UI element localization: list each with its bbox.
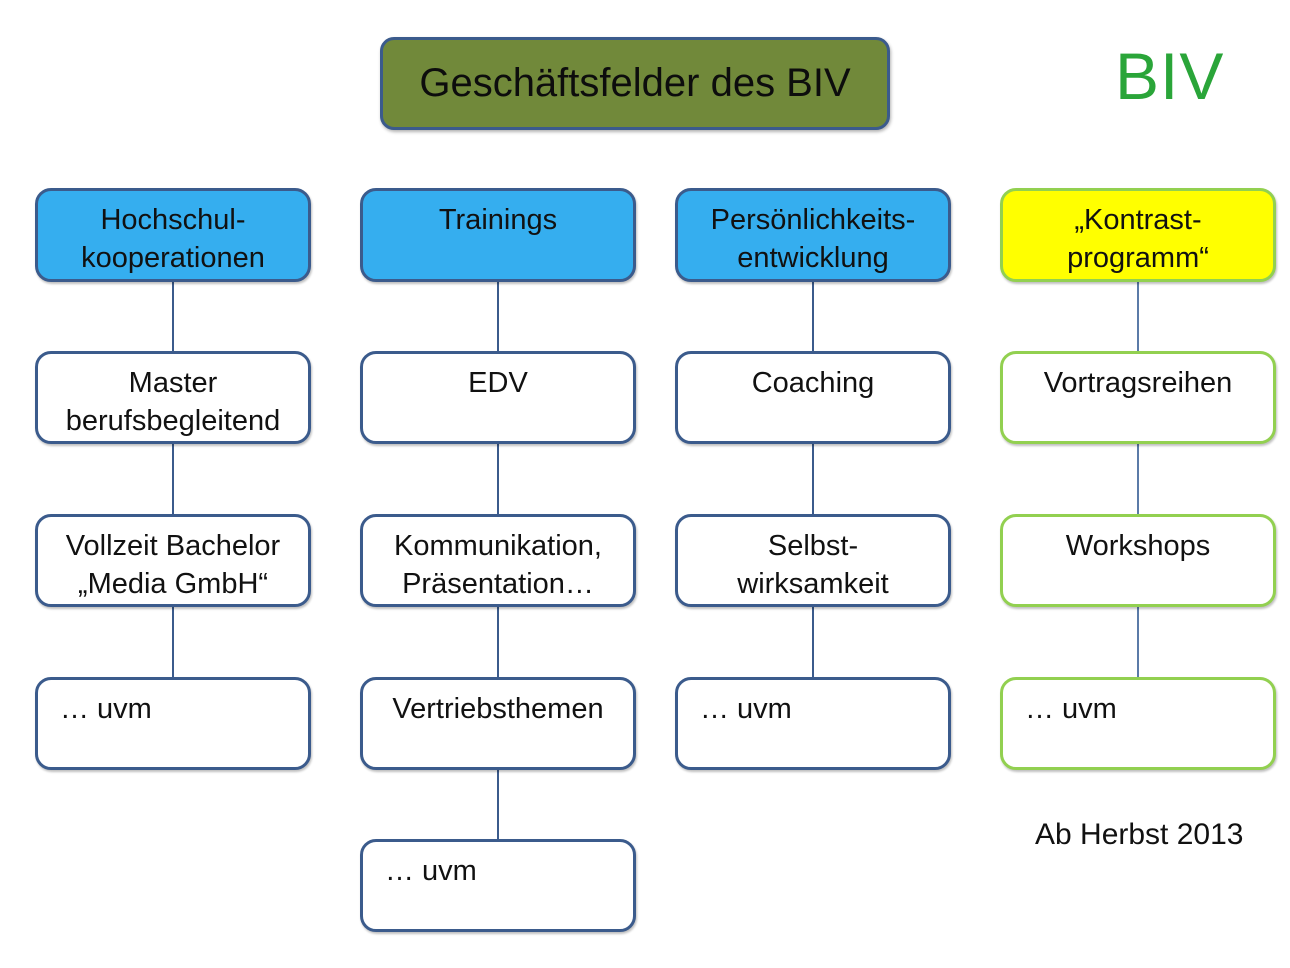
connector-line bbox=[1137, 605, 1139, 678]
connector-line bbox=[497, 443, 499, 516]
node-vollzeit-bachelor: Vollzeit Bachelor „Media GmbH“ bbox=[35, 514, 311, 607]
node-uvm: … uvm bbox=[360, 839, 636, 932]
node-kommunikation: Kommunikation, Präsentation… bbox=[360, 514, 636, 607]
header-hochschulkooperationen: Hochschul- kooperationen bbox=[35, 188, 311, 282]
connector-line bbox=[497, 605, 499, 678]
node-uvm: … uvm bbox=[35, 677, 311, 770]
connector-line bbox=[172, 281, 174, 353]
connector-line bbox=[812, 443, 814, 516]
node-coaching: Coaching bbox=[675, 351, 951, 444]
header-kontrastprogramm: „Kontrast- programm“ bbox=[1000, 188, 1276, 282]
connector-line bbox=[172, 605, 174, 678]
node-vortragsreihen: Vortragsreihen bbox=[1000, 351, 1276, 444]
diagram-title: Geschäftsfelder des BIV bbox=[380, 37, 890, 130]
connector-line bbox=[1137, 443, 1139, 516]
node-uvm: … uvm bbox=[1000, 677, 1276, 770]
node-workshops: Workshops bbox=[1000, 514, 1276, 607]
connector-line bbox=[172, 443, 174, 516]
biv-logo: BIV bbox=[1115, 39, 1225, 113]
connector-line bbox=[812, 605, 814, 678]
date-note: Ab Herbst 2013 bbox=[1035, 818, 1244, 851]
node-uvm: … uvm bbox=[675, 677, 951, 770]
node-vertriebsthemen: Vertriebsthemen bbox=[360, 677, 636, 770]
connector-line bbox=[497, 281, 499, 353]
node-edv: EDV bbox=[360, 351, 636, 444]
connector-line bbox=[497, 768, 499, 841]
connector-line bbox=[1137, 281, 1139, 353]
node-selbstwirksamkeit: Selbst- wirksamkeit bbox=[675, 514, 951, 607]
header-trainings: Trainings bbox=[360, 188, 636, 282]
node-master-berufsbegleitend: Master berufsbegleitend bbox=[35, 351, 311, 444]
header-persoenlichkeitsentwicklung: Persönlichkeits- entwicklung bbox=[675, 188, 951, 282]
connector-line bbox=[812, 281, 814, 353]
